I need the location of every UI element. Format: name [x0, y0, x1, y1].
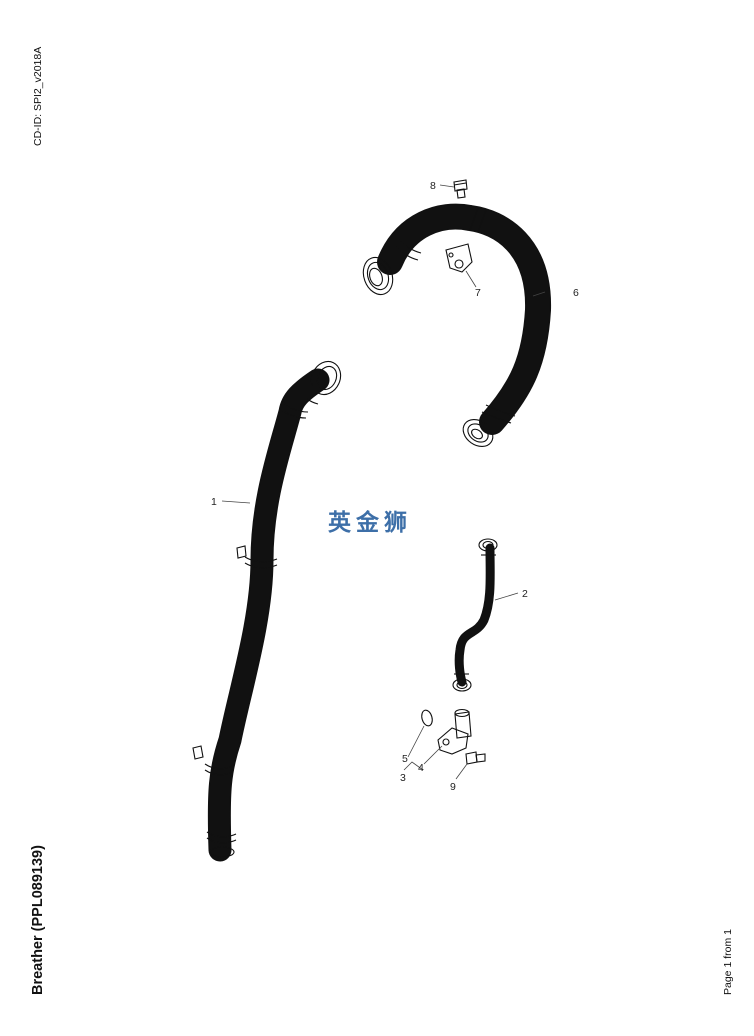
callout-7: 7: [475, 287, 481, 299]
part-2-tube: [452, 538, 498, 692]
callout-6: 6: [573, 287, 579, 299]
callout-5: 5: [402, 753, 408, 765]
part-1-hose: [192, 360, 342, 862]
callout-3: 3: [400, 772, 406, 784]
part-4-fitting: [421, 708, 486, 765]
part-8-bolt: [453, 179, 468, 199]
callout-2: 2: [522, 588, 528, 600]
callout-8: 8: [430, 180, 436, 192]
callout-9: 9: [450, 781, 456, 793]
callout-1: 1: [211, 496, 217, 508]
callout-labels: 1 2 3 4 5 6 7 8 9: [211, 180, 579, 793]
part-6-hose: [362, 203, 552, 447]
callout-4: 4: [418, 762, 424, 774]
leader-lines: [221, 184, 546, 780]
watermark-text: 英金狮: [328, 510, 412, 536]
